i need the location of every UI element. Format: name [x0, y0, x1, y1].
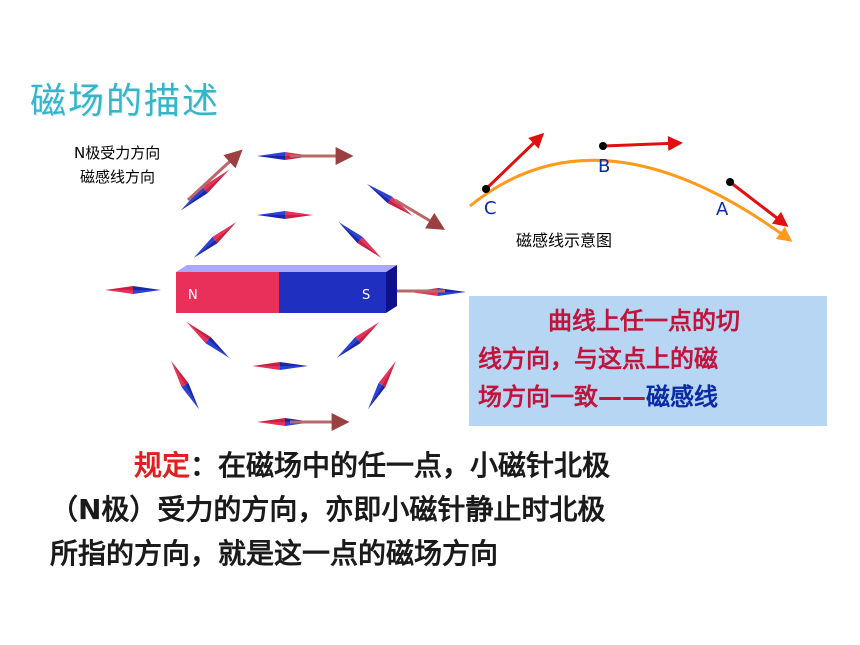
definition-keyword: 规定 — [134, 449, 191, 482]
curve-caption: 磁感线示意图 — [516, 231, 612, 250]
note-line-3b: 磁感线 — [646, 383, 718, 411]
tangent-arrow-c — [484, 132, 545, 191]
compass-needle — [180, 169, 230, 211]
n-pole-force-label: N极受力方向 — [74, 144, 161, 162]
point-b-label: B — [598, 156, 610, 177]
point-c-label: C — [484, 198, 497, 219]
magnet-n-pole — [176, 272, 279, 313]
tangent-arrow-a — [729, 180, 789, 227]
magnet-s-pole — [279, 272, 386, 313]
compass-needle — [367, 183, 413, 217]
compass-needle — [171, 360, 199, 410]
note-line-1: 曲线上任一点的切 — [548, 307, 740, 335]
point-b — [599, 142, 607, 150]
compass-needle — [186, 322, 230, 358]
point-a — [726, 178, 734, 186]
definition-line-3: 所指的方向，就是这一点的磁场方向 — [50, 537, 499, 570]
magnet-s-label: S — [362, 288, 370, 303]
force-arrow — [186, 149, 243, 202]
compass-needle — [105, 286, 161, 294]
note-box — [469, 296, 827, 426]
compass-needle — [252, 362, 308, 370]
bar-magnet — [176, 265, 397, 313]
tangent-arrow-b — [602, 135, 683, 151]
note-text: 曲线上任一点的切 线方向，与这点上的磁 场方向一致——磁感线 — [478, 302, 822, 416]
point-a-label: A — [716, 199, 729, 220]
field-line-curve — [469, 158, 793, 242]
compass-needle — [193, 222, 237, 258]
definition-line-1: ：在磁场中的任一点，小磁针北极 — [190, 449, 611, 482]
note-line-3: 场方向一致——磁感线 — [478, 378, 822, 416]
definition-line-2: （N极）受力的方向，亦即小磁针静止时北极 — [50, 493, 606, 526]
field-line-direction-label: 磁感线方向 — [80, 168, 156, 186]
note-line-2: 线方向，与这点上的磁 — [478, 345, 718, 373]
compass-needle — [336, 322, 380, 358]
force-arrow — [394, 198, 446, 230]
page-title: 磁场的描述 — [30, 81, 221, 122]
point-c — [482, 185, 490, 193]
compass-needle — [338, 222, 382, 258]
definition-text: 规定：在磁场中的任一点，小磁针北极 （N极）受力的方向，亦即小磁针静止时北极 所… — [50, 444, 830, 576]
compass-needle — [257, 211, 313, 219]
magnet-n-label: N — [188, 288, 198, 303]
compass-needle — [368, 360, 396, 410]
note-line-3a: 场方向一致—— — [478, 383, 646, 411]
